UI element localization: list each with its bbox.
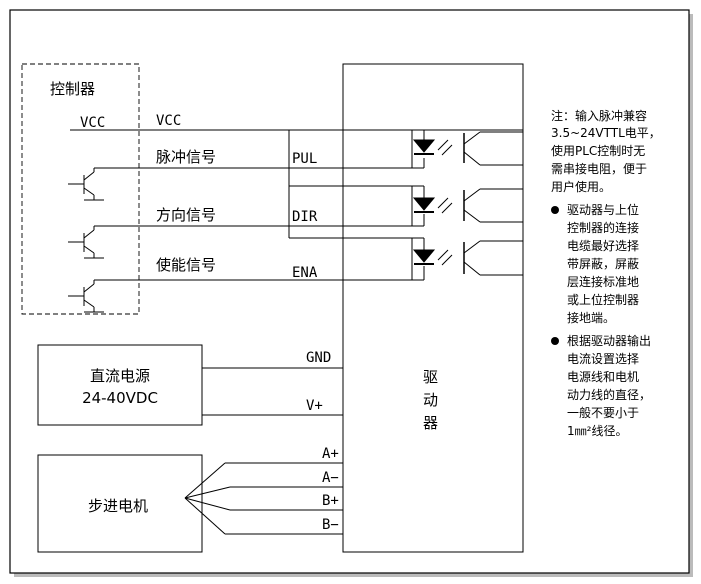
- gnd-label: GND: [306, 350, 331, 366]
- notes-block: 注：输入脉冲兼容 3.5~24VTTL电平， 使用PLC控制时无 需串接电阻，便…: [551, 108, 661, 438]
- dir-signal-label: 方向信号: [156, 206, 216, 224]
- ena-pin-label: ENA: [292, 265, 318, 281]
- optocoupler-pul: [411, 129, 523, 169]
- controller-box: [21, 63, 140, 315]
- b-plus-label: B+: [322, 493, 339, 509]
- bullet-dot-2: [551, 337, 559, 345]
- note-line-1: 注：输入脉冲兼容: [551, 108, 647, 123]
- bullet2-line-2: 电流设置选择: [567, 352, 639, 366]
- pulse-signal-label: 脉冲信号: [156, 148, 216, 166]
- bullet2-line-6: 1㎜²线径。: [567, 424, 627, 438]
- power-supply-box: [37, 344, 203, 426]
- note-line-3: 使用PLC控制时无: [551, 143, 645, 158]
- bullet-dot-1: [551, 206, 559, 214]
- note-line-2: 3.5~24VTTL电平，: [551, 126, 661, 140]
- power-line1: 直流电源: [90, 367, 150, 385]
- bullet2-line-1: 根据驱动器输出: [567, 333, 651, 348]
- driver-char-3: 器: [423, 414, 438, 432]
- driver-char-2: 动: [423, 391, 438, 409]
- bullet1-line-4: 带屏蔽，屏蔽: [567, 257, 639, 271]
- bullet1-line-1: 驱动器与上位: [567, 202, 639, 217]
- power-line2: 24-40VDC: [82, 389, 158, 407]
- bullet1-line-7: 接地端。: [567, 310, 615, 325]
- bullet1-line-6: 或上位控制器: [567, 292, 639, 307]
- vplus-label: V+: [306, 398, 323, 414]
- transistor-ena: [68, 280, 104, 313]
- motor-label: 步进电机: [88, 497, 148, 515]
- dir-pin-label: DIR: [292, 209, 318, 225]
- driver-box: [342, 63, 524, 553]
- vcc-left-label: VCC: [80, 115, 105, 131]
- note-line-4: 需串接电阻，便于: [551, 161, 647, 176]
- note-line-5: 用户使用。: [551, 179, 611, 194]
- bullet2-line-5: 一般不要小于: [567, 405, 639, 420]
- vcc-right-label: VCC: [156, 113, 181, 129]
- bullet2-line-3: 电源线和电机: [567, 370, 639, 384]
- bullet1-line-2: 控制器的连接: [567, 220, 639, 235]
- pul-pin-label: PUL: [292, 151, 317, 167]
- transistor-pul: [68, 168, 104, 201]
- ena-signal-label: 使能信号: [156, 256, 216, 274]
- stepper-motor-box: [37, 454, 203, 553]
- optocoupler-dir: [411, 185, 523, 227]
- controller-title: 控制器: [50, 80, 95, 98]
- driver-char-1: 驱: [423, 368, 438, 386]
- b-minus-label: B−: [322, 517, 339, 533]
- motor-wires: [184, 462, 343, 535]
- bullet1-line-3: 电缆最好选择: [567, 239, 639, 253]
- transistor-dir: [68, 226, 104, 259]
- optocoupler-ena: [411, 237, 523, 281]
- a-minus-label: A−: [322, 470, 339, 486]
- bullet2-line-4: 动力线的直径，: [567, 387, 651, 402]
- bullet1-line-5: 层连接标准地: [567, 274, 639, 289]
- a-plus-label: A+: [322, 446, 339, 462]
